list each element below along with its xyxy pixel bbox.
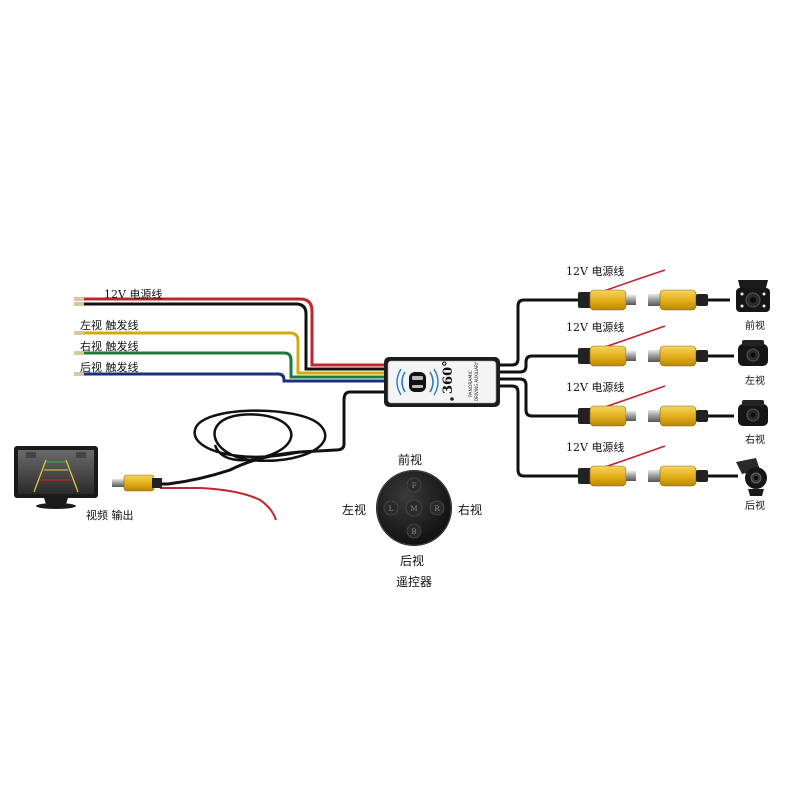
remote-button-f-label: F <box>412 482 417 490</box>
power-wire-red <box>82 297 386 367</box>
remote-rear-label: 后视 <box>400 554 425 568</box>
panoramic-control-module: 360° PANORAMIC DRIVING AUXILIARY <box>384 357 500 407</box>
left-camera-icon <box>738 340 768 366</box>
remote-button-m <box>405 499 423 517</box>
camera-label-right: 右视 <box>745 435 765 446</box>
remote-button-m-label: M <box>410 505 417 513</box>
module-text-line2: DRIVING AUXILIARY <box>474 361 479 401</box>
camera-label-rear: 后视 <box>745 501 765 512</box>
left-trigger-label: 左视 触发线 <box>80 319 139 332</box>
rear-trigger-label: 后视 触发线 <box>80 361 139 374</box>
power-wire-label: 12V 电源线 <box>104 288 163 301</box>
remote-button-b-label: B <box>411 528 416 536</box>
remote-button-r-label: R <box>434 505 440 513</box>
video-output-cable <box>160 390 386 521</box>
video-red-wire <box>160 487 277 521</box>
camera-channel-3 <box>578 385 734 427</box>
camera-channel-2 <box>578 325 734 367</box>
left-wire-bundle <box>74 297 386 383</box>
remote-button-l <box>383 500 399 516</box>
video-rca-plug <box>112 474 162 492</box>
front-camera-icon <box>736 280 770 312</box>
camera-channel-4 <box>578 445 738 487</box>
module-logo: 360° <box>441 360 456 394</box>
module-text-line1: PANORAMIC <box>468 370 474 397</box>
remote-control: F L M R B <box>376 470 452 546</box>
camera-power-label-3: 12V 电源线 <box>566 381 625 394</box>
right-trigger-label: 右视 触发线 <box>80 340 139 353</box>
remote-button-b <box>406 523 422 539</box>
power-wire-black <box>82 302 386 371</box>
camera-label-front: 前视 <box>745 321 765 332</box>
remote-button-r <box>429 500 445 516</box>
module-led <box>450 397 454 401</box>
camera-cable-fanout <box>500 298 582 478</box>
remote-left-label: 左视 <box>342 503 367 517</box>
rear-trigger-wire <box>82 372 386 383</box>
camera-power-label-4: 12V 电源线 <box>566 441 625 454</box>
remote-right-label: 右视 <box>458 503 483 517</box>
camera-label-left: 左视 <box>745 376 765 387</box>
right-trigger-wire <box>82 351 386 379</box>
camera-power-label-1: 12V 电源线 <box>566 265 625 278</box>
rear-camera-icon <box>736 458 767 496</box>
video-output-label: 视频 输出 <box>86 509 134 522</box>
remote-button-f <box>406 477 422 493</box>
monitor <box>14 446 98 509</box>
remote-button-l-label: L <box>389 505 394 513</box>
camera-channel-1 <box>578 269 730 311</box>
left-trigger-wire <box>82 331 386 375</box>
remote-caption: 遥控器 <box>396 575 433 589</box>
car-sensor-icon <box>396 368 439 396</box>
remote-front-label: 前视 <box>398 453 423 467</box>
right-camera-icon <box>738 400 768 426</box>
camera-power-label-2: 12V 电源线 <box>566 321 625 334</box>
